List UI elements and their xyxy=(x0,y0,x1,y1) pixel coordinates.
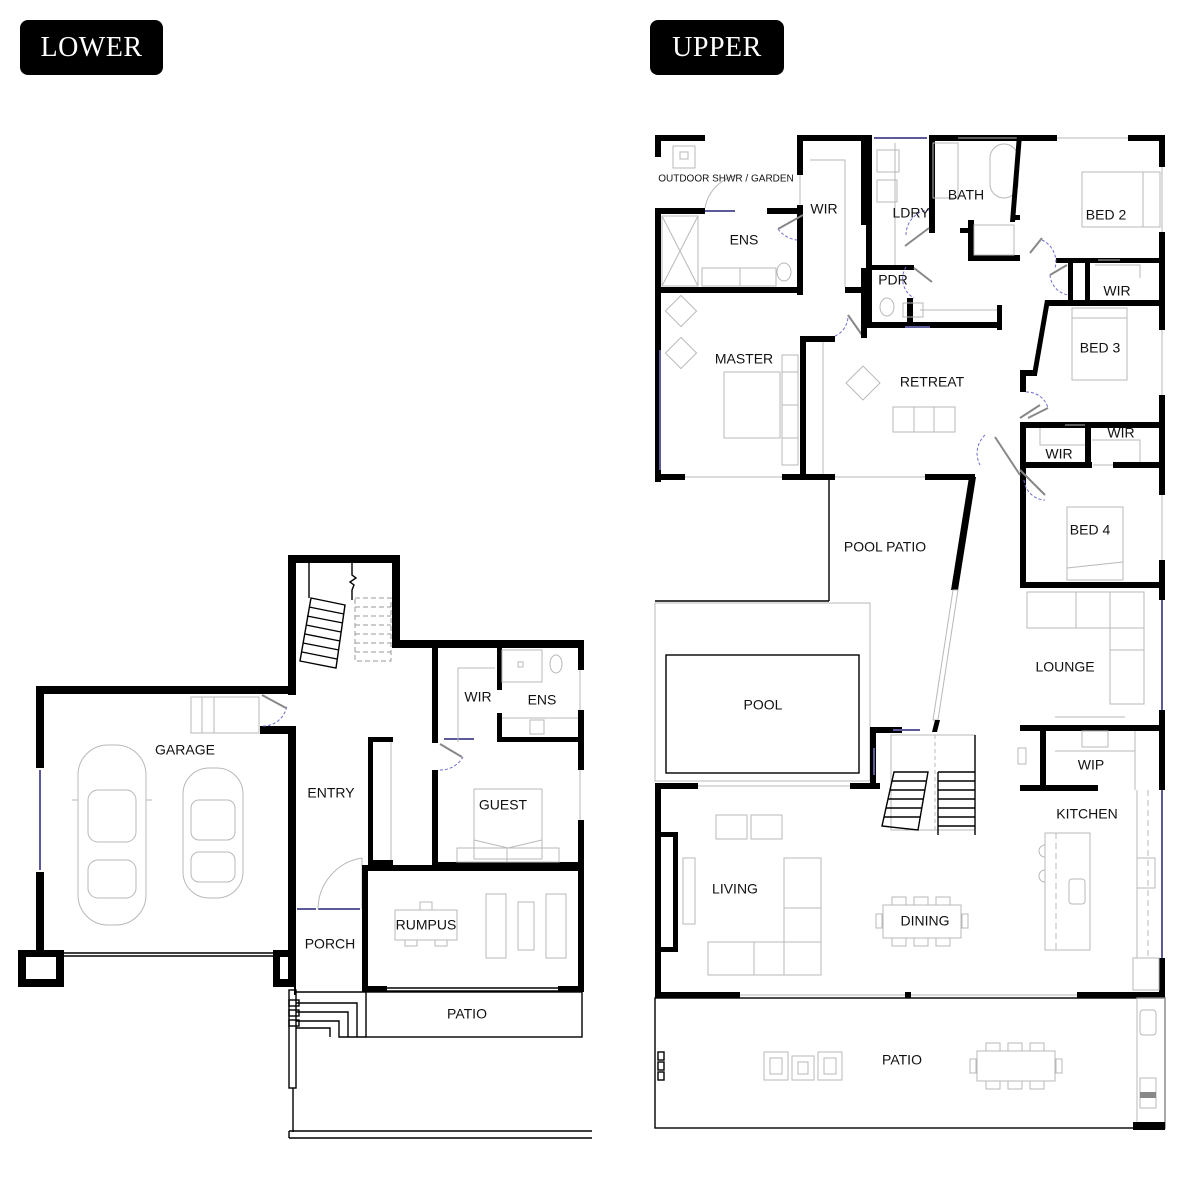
room-label-guest: GUEST xyxy=(479,797,528,813)
room-label-ens-master: ENS xyxy=(730,232,759,248)
lounge-sofa-icon xyxy=(1026,591,1145,705)
bed3-bed-icon xyxy=(1071,307,1128,381)
room-label-pool: POOL xyxy=(744,697,783,713)
room-label-master: MASTER xyxy=(715,351,773,367)
bed2-bed-icon xyxy=(1081,171,1161,228)
room-label-wir-master: WIR xyxy=(810,201,837,217)
master-chair-icon xyxy=(664,294,698,370)
room-label-garage: GARAGE xyxy=(155,742,215,758)
patio-dining-table-icon xyxy=(969,1042,1063,1090)
room-label-living: LIVING xyxy=(712,881,758,897)
upper-floor-badge: UPPER xyxy=(650,20,784,75)
room-label-ldry: LDRY xyxy=(892,205,930,221)
room-label-porch: PORCH xyxy=(305,936,356,952)
lower-ens-toilet-icon xyxy=(549,654,563,674)
upper-stair-icon xyxy=(870,727,976,835)
lower-floor-plan: GARAGE ENTRY WIR ENS GUEST RUMPUS PORCH … xyxy=(18,555,592,1139)
kitchen-island-icon xyxy=(1044,832,1091,951)
lower-ens-shower-icon xyxy=(501,649,543,683)
room-label-wir: WIR xyxy=(464,689,491,705)
room-label-bed4: BED 4 xyxy=(1070,522,1111,538)
room-label-pool-patio: POOL PATIO xyxy=(844,539,926,555)
room-label-bed2: BED 2 xyxy=(1086,207,1127,223)
room-label-bed3: BED 3 xyxy=(1080,340,1121,356)
room-label-bath: BATH xyxy=(948,187,984,203)
retreat-sofa-icon xyxy=(892,406,956,433)
rumpus-table-icon xyxy=(394,901,458,947)
lower-floor-badge: LOWER xyxy=(20,20,163,75)
room-label-retreat: RETREAT xyxy=(900,374,965,390)
room-label-ens: ENS xyxy=(528,692,557,708)
room-label-upper-patio: PATIO xyxy=(882,1052,922,1068)
patio-lounge-chairs-icon xyxy=(763,1051,843,1081)
room-label-kitchen: KITCHEN xyxy=(1056,806,1117,822)
ens-shower-icon xyxy=(661,215,699,287)
upper-floor-plan: OUTDOOR SHWR / GARDEN WIR ENS LDRY BATH … xyxy=(654,135,1166,1130)
room-label-wir-bed2: WIR xyxy=(1103,283,1130,299)
guest-bed-icon xyxy=(456,788,560,863)
room-label-pdr: PDR xyxy=(878,272,908,288)
room-label-wir-bed4: WIR xyxy=(1045,446,1072,462)
living-sofa-icon xyxy=(707,857,822,976)
room-label-rumpus: RUMPUS xyxy=(396,917,457,933)
room-label-wip: WIP xyxy=(1078,757,1104,773)
room-label-outdoor-shower: OUTDOOR SHWR / GARDEN xyxy=(658,174,794,185)
room-label-entry: ENTRY xyxy=(307,785,355,801)
room-label-dining: DINING xyxy=(901,913,950,929)
room-label-lounge: LOUNGE xyxy=(1035,659,1094,675)
room-label-wir-bed3: WIR xyxy=(1107,425,1134,441)
room-label-lower-patio: PATIO xyxy=(447,1006,487,1022)
living-chairs-icon xyxy=(715,814,783,840)
car-icon xyxy=(182,767,244,899)
bed4-bed-icon xyxy=(1066,506,1124,581)
car-icon xyxy=(72,744,152,926)
master-bed-icon xyxy=(723,354,799,466)
lower-stair-icon xyxy=(299,563,392,669)
rumpus-sofa-icon xyxy=(485,893,567,959)
dining-table-icon xyxy=(875,896,969,947)
retreat-chair-icon xyxy=(845,365,881,401)
